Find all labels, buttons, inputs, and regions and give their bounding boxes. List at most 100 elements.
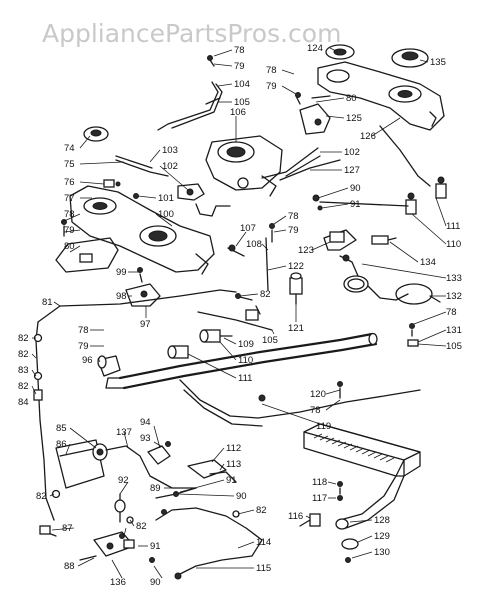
callout-124: 124 <box>307 43 323 54</box>
callout-82: 82 <box>18 349 29 360</box>
callout-78: 78 <box>78 325 89 336</box>
watermark-text: AppliancePartsPros.com <box>42 19 341 48</box>
callout-122: 122 <box>288 261 304 272</box>
callout-106: 106 <box>230 107 246 118</box>
callout-90: 90 <box>350 183 361 194</box>
callout-93: 93 <box>140 433 151 444</box>
callout-78: 78 <box>288 211 299 222</box>
callout-82: 82 <box>256 505 267 516</box>
callout-90: 90 <box>236 491 247 502</box>
callout-81: 81 <box>42 297 53 308</box>
callout-100: 100 <box>158 209 174 220</box>
callout-79: 79 <box>78 341 89 352</box>
callout-79: 79 <box>288 225 299 236</box>
callout-92: 92 <box>118 475 129 486</box>
callout-82: 82 <box>18 381 29 392</box>
callout-85: 85 <box>56 423 67 434</box>
callout-98: 98 <box>116 291 127 302</box>
callout-110: 110 <box>238 355 253 366</box>
callout-76: 76 <box>64 177 75 188</box>
callout-75: 75 <box>64 159 75 170</box>
callout-103: 103 <box>162 145 178 156</box>
callout-105: 105 <box>262 335 278 346</box>
callout-78: 78 <box>310 405 321 416</box>
callout-99: 99 <box>116 267 127 278</box>
main-manifold <box>105 332 421 427</box>
callout-120: 120 <box>310 389 326 400</box>
callout-128: 128 <box>374 515 390 526</box>
callout-129: 129 <box>374 531 390 542</box>
callout-77: 77 <box>64 193 75 204</box>
callout-104: 104 <box>234 79 250 90</box>
callout-123: 123 <box>298 245 314 256</box>
callout-131: 131 <box>446 325 462 336</box>
callout-116: 116 <box>288 511 303 522</box>
callout-126: 126 <box>360 131 376 142</box>
callout-74: 74 <box>64 143 75 154</box>
callout-111: 111 <box>238 373 252 384</box>
callout-107: 107 <box>240 223 256 234</box>
callout-114: 114 <box>256 537 271 548</box>
callout-105: 105 <box>234 97 250 108</box>
callout-127: 127 <box>344 165 360 176</box>
callout-118: 118 <box>312 477 327 488</box>
callout-78: 78 <box>234 45 245 56</box>
callout-112: 112 <box>226 443 241 454</box>
callout-79: 79 <box>266 81 277 92</box>
callout-108: 108 <box>246 239 262 250</box>
callout-80: 80 <box>64 241 75 252</box>
callout-133: 133 <box>446 273 462 284</box>
callout-121: 121 <box>288 323 304 334</box>
callout-labels: 78 79 104 105 124 135 78 79 80 125 126 1… <box>18 43 462 588</box>
callout-101: 101 <box>158 193 174 204</box>
left-burner-assembly <box>55 126 231 275</box>
callout-117: 117 <box>312 493 327 504</box>
callout-82: 82 <box>260 289 271 300</box>
callout-111: 111 <box>446 221 460 232</box>
callout-109: 109 <box>238 339 254 350</box>
callout-132: 132 <box>446 291 462 302</box>
callout-136: 136 <box>110 577 126 588</box>
callout-82: 82 <box>136 521 147 532</box>
leader-lines <box>31 47 447 579</box>
callout-115: 115 <box>256 563 271 574</box>
callout-91: 91 <box>226 475 237 486</box>
callout-102: 102 <box>344 147 360 158</box>
callout-84: 84 <box>18 397 29 408</box>
callout-97: 97 <box>140 319 151 330</box>
callout-78: 78 <box>64 209 75 220</box>
callout-125: 125 <box>346 113 362 124</box>
callout-105: 105 <box>446 341 462 352</box>
top-right-burner-assembly <box>295 44 445 135</box>
callout-135: 135 <box>430 57 446 68</box>
callout-130: 130 <box>374 547 390 558</box>
callout-96: 96 <box>82 355 93 366</box>
callout-119: 119 <box>316 421 331 432</box>
callout-94: 94 <box>140 417 151 428</box>
callout-88: 88 <box>64 561 75 572</box>
callout-110: 110 <box>446 239 461 250</box>
callout-86: 86 <box>56 439 67 450</box>
left-wire-and-bracket <box>33 267 261 521</box>
right-valve-assembly <box>312 125 447 215</box>
callout-113: 113 <box>226 459 241 470</box>
oven-burner <box>299 423 421 563</box>
callout-82: 82 <box>36 491 47 502</box>
callout-79: 79 <box>234 61 245 72</box>
callout-91: 91 <box>350 199 361 210</box>
callout-89: 89 <box>150 483 161 494</box>
callout-137: 137 <box>116 427 132 438</box>
callout-90: 90 <box>150 577 161 588</box>
burner-ports <box>313 433 395 463</box>
callout-87: 87 <box>62 523 73 534</box>
left-valves <box>97 311 273 377</box>
callout-80: 80 <box>346 93 357 104</box>
callout-79: 79 <box>64 225 75 236</box>
callout-91: 91 <box>150 541 161 552</box>
callout-78: 78 <box>266 65 277 76</box>
upper-centre-burner-assembly <box>157 55 341 197</box>
callout-78: 78 <box>446 307 457 318</box>
callout-82: 82 <box>18 333 29 344</box>
callout-134: 134 <box>420 257 436 268</box>
